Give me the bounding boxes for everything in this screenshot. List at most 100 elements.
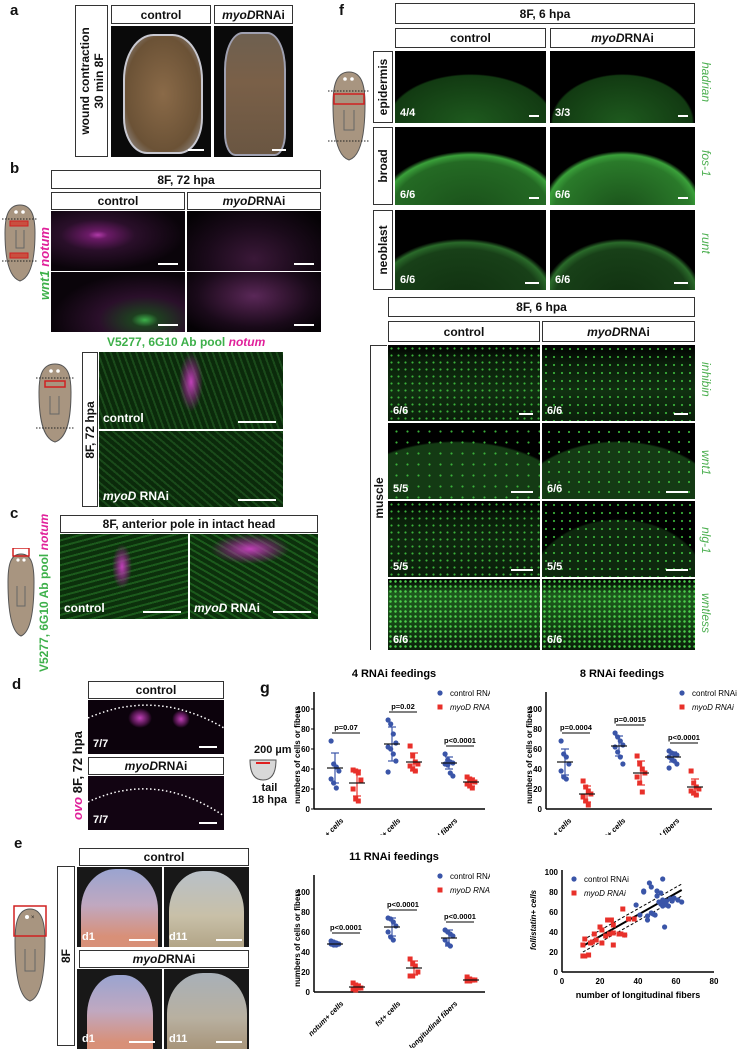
specimen-count: 4/4 bbox=[400, 107, 416, 119]
worm-schematic-b2 bbox=[36, 363, 74, 443]
chart-4-feedings-svg: 4 RNAi feedings numbers of cells or fibe… bbox=[293, 668, 495, 868]
scale-bar bbox=[674, 282, 688, 284]
svg-text:80: 80 bbox=[533, 725, 542, 734]
panel-f-wnt1-control: 5/5 bbox=[388, 423, 540, 499]
day-label: d11 bbox=[169, 931, 188, 943]
svg-text:60: 60 bbox=[533, 745, 542, 754]
specimen-count: 6/6 bbox=[555, 274, 571, 286]
specimen-count: 7/7 bbox=[93, 738, 109, 750]
svg-text:80: 80 bbox=[710, 977, 719, 986]
scale-bar bbox=[216, 1041, 242, 1043]
panel-d-control-image: 7/7 bbox=[88, 700, 224, 754]
notum-signal bbox=[179, 352, 203, 412]
svg-text:100: 100 bbox=[545, 868, 559, 877]
panel-f-nlg1-rnai: 5/5 bbox=[542, 501, 695, 577]
panel-e-rnai-d11: d11 bbox=[164, 969, 249, 1049]
svg-text:60: 60 bbox=[672, 977, 681, 986]
scale-bar bbox=[158, 263, 178, 265]
day-label: d1 bbox=[82, 931, 95, 943]
tail-schematic bbox=[249, 759, 277, 781]
scale-bar bbox=[199, 746, 217, 748]
panel-e-side-label: 8F bbox=[57, 866, 75, 1046]
svg-text:40: 40 bbox=[533, 765, 542, 774]
chart-11-feedings-svg: 11 RNAi feedings numbers of cells or fib… bbox=[293, 851, 495, 1051]
panel-b-sub-side-label: 8F, 72 hpa bbox=[82, 352, 98, 507]
panel-b-control-posterior bbox=[51, 272, 185, 332]
worm-head bbox=[167, 973, 247, 1049]
svg-text:follistatin+ cells: follistatin+ cells bbox=[529, 889, 538, 950]
specimen-count: 6/6 bbox=[547, 483, 563, 495]
svg-text:fst+ cells: fst+ cells bbox=[598, 816, 627, 835]
ovo-signal bbox=[172, 710, 190, 728]
svg-text:×: × bbox=[31, 915, 35, 921]
panel-f-header-bottom: 8F, 6 hpa bbox=[388, 297, 695, 317]
scale-bar bbox=[216, 939, 242, 941]
svg-text:notum+ cells: notum+ cells bbox=[306, 816, 345, 835]
svg-text:myoD RNAi: myoD RNAi bbox=[450, 703, 490, 712]
x-tick-labels: notum+ cells fst+ cells longitudinal fib… bbox=[306, 816, 459, 868]
panel-c-header: 8F, anterior pole in intact head bbox=[60, 515, 318, 533]
panel-f-col-control-bottom: control bbox=[388, 321, 540, 342]
panel-f-broad-rnai: 6/6 bbox=[550, 127, 695, 205]
chart-title: 11 RNAi feedings bbox=[349, 851, 439, 863]
rnai-label: myoD RNAi bbox=[103, 489, 170, 503]
svg-text:20: 20 bbox=[301, 968, 310, 977]
panel-label-a: a bbox=[10, 2, 19, 19]
panel-d-side-label: ovo 8F, 72 hpa bbox=[70, 731, 85, 820]
control-label: control bbox=[64, 601, 105, 615]
panel-f-epidermis-control: 4/4 bbox=[395, 51, 546, 123]
svg-text:notum+ cells: notum+ cells bbox=[534, 816, 573, 835]
svg-text:p=0.02: p=0.02 bbox=[391, 702, 415, 711]
svg-text:p<0.0001: p<0.0001 bbox=[330, 923, 362, 932]
svg-text:p<0.0001: p<0.0001 bbox=[668, 733, 700, 742]
scale-bar bbox=[678, 115, 688, 117]
svg-text:60: 60 bbox=[301, 745, 310, 754]
panel-label-g: g bbox=[260, 680, 270, 697]
chart-11-feedings: 11 RNAi feedings numbers of cells or fib… bbox=[290, 848, 495, 1051]
dotted-outline bbox=[88, 788, 224, 817]
svg-text:myoD RNAi: myoD RNAi bbox=[692, 703, 734, 712]
gene-label-runt: runt bbox=[699, 233, 713, 254]
panel-f-col-rnai-bottom: myoD RNAi bbox=[542, 321, 695, 342]
svg-text:numbers of cells or fibers: numbers of cells or fibers bbox=[293, 889, 302, 987]
g-schematic-scale: 200 µm bbox=[254, 744, 292, 756]
panel-b-rnai-anterior bbox=[187, 211, 321, 271]
panel-a-rnai-image bbox=[214, 26, 293, 157]
worm-head bbox=[87, 975, 153, 1049]
specimen-count: 6/6 bbox=[393, 634, 409, 646]
panel-f-inhibin-control: 6/6 bbox=[388, 345, 540, 421]
chart-title: 8 RNAi feedings bbox=[580, 668, 664, 680]
panel-c-stain-label: V5277, 6G10 Ab pool notum bbox=[37, 513, 51, 672]
scale-bar bbox=[525, 282, 539, 284]
svg-text:100: 100 bbox=[297, 705, 311, 714]
specimen-count: 3/3 bbox=[555, 107, 571, 119]
svg-text:p=0.07: p=0.07 bbox=[334, 723, 358, 732]
scale-bar bbox=[272, 149, 286, 151]
panel-label-f: f bbox=[339, 2, 344, 19]
gene-label-fos-1: fos-1 bbox=[699, 150, 713, 177]
panel-b-sub-control-image: control bbox=[99, 352, 283, 429]
panel-f-header-top: 8F, 6 hpa bbox=[395, 3, 695, 24]
notum-signal bbox=[112, 544, 132, 589]
panel-f-neoblast-control: 6/6 bbox=[395, 210, 546, 290]
panel-b-col-control: control bbox=[51, 192, 185, 210]
svg-text:p<0.0001: p<0.0001 bbox=[444, 736, 476, 745]
svg-text:0: 0 bbox=[306, 988, 311, 997]
scale-bar bbox=[678, 197, 688, 199]
svg-text:20: 20 bbox=[549, 948, 558, 957]
scale-bar bbox=[529, 197, 539, 199]
svg-text:100: 100 bbox=[529, 705, 543, 714]
svg-text:p=0.0004: p=0.0004 bbox=[560, 723, 593, 732]
svg-text:40: 40 bbox=[549, 928, 558, 937]
scale-bar bbox=[511, 569, 533, 571]
svg-text:40: 40 bbox=[301, 948, 310, 957]
panel-a-control-image bbox=[111, 26, 211, 157]
scale-bar bbox=[238, 499, 276, 501]
panel-e-control-d11: d11 bbox=[164, 867, 249, 947]
svg-text:control RNAi: control RNAi bbox=[450, 872, 490, 881]
worm-control-body bbox=[123, 34, 203, 154]
svg-text:0: 0 bbox=[306, 805, 311, 814]
